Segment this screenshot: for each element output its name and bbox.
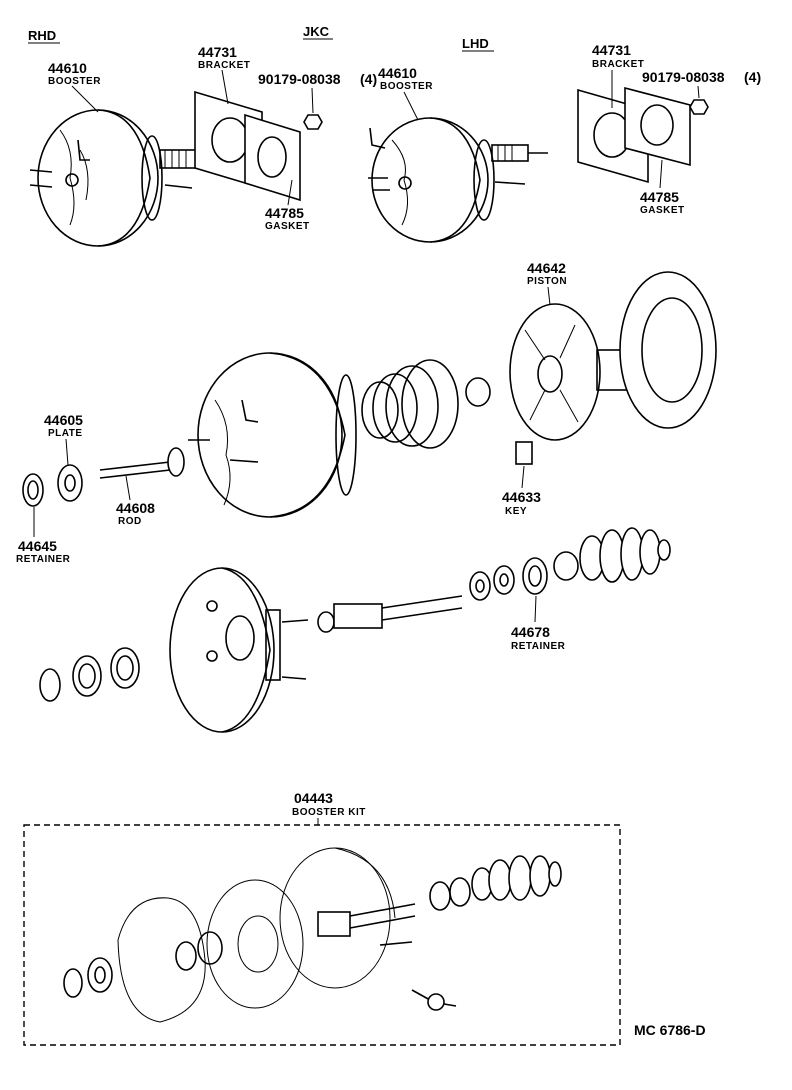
rhd-nut-part-number: 90179-08038 [258, 71, 341, 87]
rhd-gasket-leader [287, 179, 293, 206]
boot-drawing [579, 527, 671, 583]
lhd-nut-drawing [689, 99, 709, 115]
rod-leader [125, 475, 131, 501]
booster-kit-drawing [63, 847, 562, 1023]
lhd-nut-leader [697, 85, 700, 99]
retainer-left-part-label: RETAINER [16, 554, 71, 565]
spring-drawing [361, 359, 459, 449]
retainer-left-part-number: 44645 [18, 538, 57, 554]
drawing-code: MC 6786-D [634, 1022, 706, 1038]
rhd-gasket-part-number: 44785 [265, 205, 304, 221]
piston-drawing [509, 271, 717, 441]
lhd-gasket-part-label: GASKET [640, 205, 685, 216]
header-rhd: RHD [28, 28, 56, 43]
rhd-gasket-drawing [244, 113, 301, 202]
rod-drawing [99, 447, 185, 479]
plate-part-number: 44605 [44, 412, 83, 428]
booster-kit-part-label: BOOSTER KIT [292, 807, 366, 818]
rhd-nut-quantity: (4) [360, 71, 377, 87]
rhd-booster-leader [71, 85, 99, 113]
key-part-label: KEY [505, 506, 527, 517]
lhd-gasket-drawing [624, 86, 691, 167]
piston-part-number: 44642 [527, 260, 566, 276]
rhd-booster-drawing [29, 109, 220, 247]
rhd-booster-part-label: BOOSTER [48, 76, 101, 87]
key-leader [521, 465, 525, 489]
valve-body-drawing [317, 595, 463, 633]
lhd-nut-quantity: (4) [744, 69, 761, 85]
plate-part-label: PLATE [48, 428, 83, 439]
retainer-left-drawing [22, 473, 44, 507]
plate-drawing [57, 464, 83, 502]
retainer-right-part-label: RETAINER [511, 641, 566, 652]
rhd-bracket-leader [221, 69, 229, 105]
piston-part-label: PISTON [527, 276, 567, 287]
rhd-bracket-part-number: 44731 [198, 44, 237, 60]
lhd-nut-part-number: 90179-08038 [642, 69, 725, 85]
rhd-bracket-part-label: BRACKET [198, 60, 250, 71]
retainer-right-leader [534, 595, 537, 623]
rhd-nut-drawing [303, 114, 323, 130]
booster-kit-boundary [23, 824, 621, 1046]
piston-pad-drawing [465, 377, 491, 407]
rear-shell-drawing [169, 567, 309, 733]
lhd-booster-part-label: BOOSTER [380, 81, 433, 92]
lhd-bracket-part-label: BRACKET [592, 59, 644, 70]
booster-kit-part-number: 04443 [294, 790, 333, 806]
header-lhd: LHD [462, 36, 489, 51]
lhd-booster-part-number: 44610 [378, 65, 417, 81]
rhd-booster-part-number: 44610 [48, 60, 87, 76]
washers-drawing [469, 551, 579, 601]
lhd-booster-leader [403, 91, 419, 121]
piston-leader [547, 286, 551, 306]
rear-seal-rings-drawing [39, 647, 140, 702]
lhd-bracket-part-number: 44731 [592, 42, 631, 58]
front-shell-drawing [188, 352, 357, 518]
lhd-gasket-part-number: 44785 [640, 189, 679, 205]
rhd-nut-leader [311, 87, 314, 114]
key-drawing [515, 441, 533, 465]
lhd-booster-drawing [368, 117, 548, 243]
key-part-number: 44633 [502, 489, 541, 505]
rod-part-label: ROD [118, 516, 142, 527]
retainer-right-part-number: 44678 [511, 624, 550, 640]
header-jkc: JKC [303, 24, 330, 39]
lhd-gasket-leader [659, 159, 663, 189]
rod-part-number: 44608 [116, 500, 155, 516]
plate-leader [65, 438, 69, 466]
rhd-gasket-part-label: GASKET [265, 221, 310, 232]
